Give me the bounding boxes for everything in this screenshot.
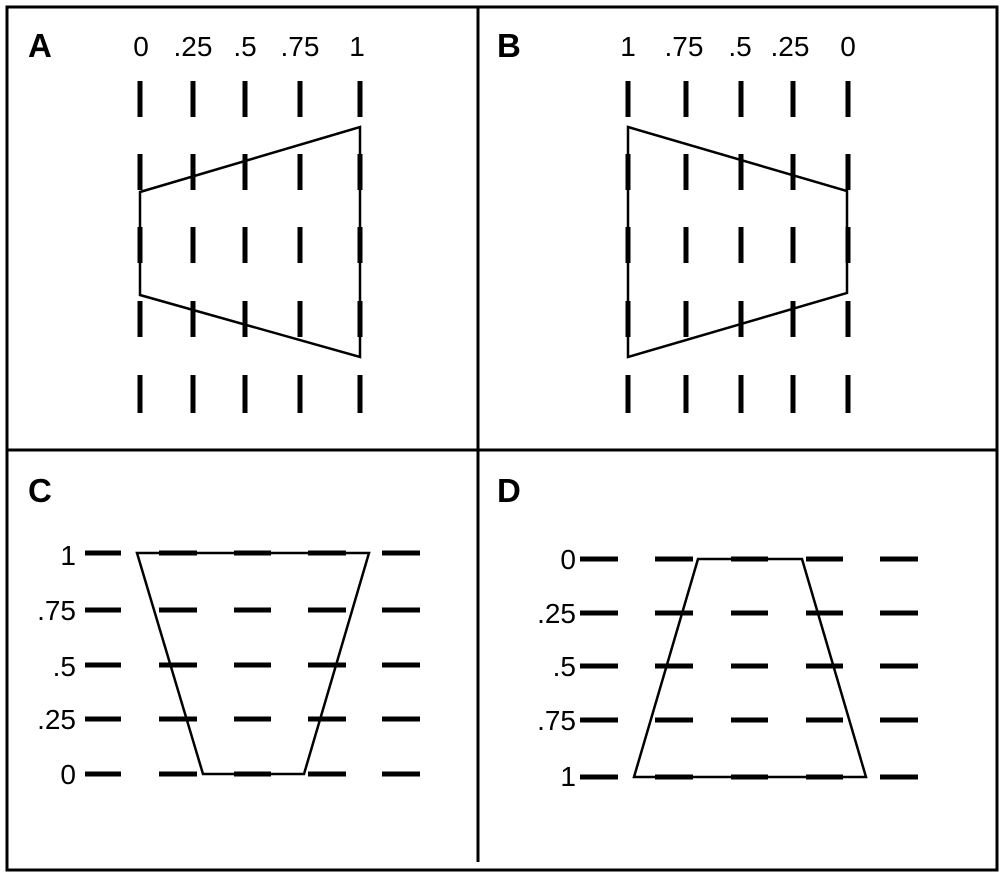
panel-a: A 0 .25 .5 .75 1 — [28, 27, 365, 413]
panel-b-tick-label: .5 — [728, 31, 751, 62]
panel-a-tick-label: .5 — [233, 31, 256, 62]
panel-b-letter: B — [497, 27, 521, 64]
panel-b-tick-label: .75 — [665, 31, 704, 62]
panel-a-trapezoid — [138, 125, 362, 359]
panel-a-tick-label: .75 — [281, 31, 320, 62]
panel-c-letter: C — [28, 472, 52, 509]
panel-b-trapezoid — [626, 125, 849, 359]
panel-d-tick-label: 0 — [560, 544, 576, 575]
panel-b: B 1 .75 .5 .25 0 — [497, 27, 856, 413]
panel-c-dashed-gridlines — [85, 550, 420, 777]
panel-a-tick-label: .25 — [174, 31, 213, 62]
panel-b-dashed-gridlines — [625, 81, 851, 413]
panel-a-letter: A — [28, 27, 52, 64]
panel-a-tick-label: 0 — [133, 31, 149, 62]
panel-d-tick-label: 1 — [560, 761, 576, 792]
panel-c-tick-label: .5 — [53, 651, 76, 682]
panel-c-trapezoid — [135, 551, 371, 776]
panel-d-tick-label: .5 — [553, 651, 576, 682]
panel-d-tick-label: .75 — [537, 705, 576, 736]
panel-d-letter: D — [497, 472, 521, 509]
panel-c-tick-label: .25 — [37, 704, 76, 735]
panel-c-tick-label: .75 — [37, 595, 76, 626]
panel-d-dashed-gridlines — [580, 556, 918, 780]
panel-d-trapezoid — [632, 557, 868, 779]
panel-b-tick-label: 0 — [840, 31, 856, 62]
panel-a-tick-label: 1 — [349, 31, 365, 62]
panel-c-tick-label: 1 — [60, 540, 76, 571]
panel-c-tick-label: 0 — [60, 759, 76, 790]
panel-b-tick-label: .25 — [771, 31, 810, 62]
panel-d: D 0 .25 .5 .75 1 — [497, 472, 918, 792]
panel-b-tick-label: 1 — [620, 31, 636, 62]
figure-border — [5, 5, 999, 872]
panel-a-dashed-gridlines — [137, 81, 363, 413]
panel-c: C 1 .75 .5 .25 0 — [28, 472, 420, 790]
panel-d-tick-label: .25 — [537, 598, 576, 629]
